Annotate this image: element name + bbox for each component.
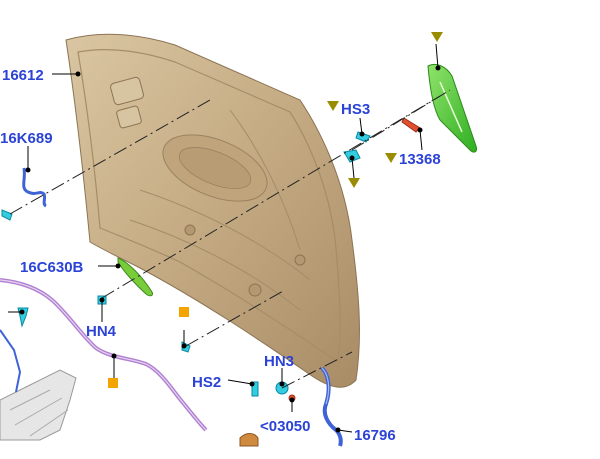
latch-structure: [0, 329, 77, 441]
part-label-bumper-clip: 16C630B: [20, 259, 84, 276]
part-label-bottom-cable: 16796: [354, 427, 396, 444]
part-label-bottom-bolt: HS2: [192, 374, 221, 391]
olive-triangle-icon: [327, 32, 443, 188]
hood-panel: [65, 33, 360, 388]
green-pad-part: [427, 63, 477, 153]
part-label-left-cable: 16K689: [0, 130, 53, 147]
orange-bottom-part: [239, 433, 259, 447]
part-label-right-bolt-top: HS3: [341, 101, 370, 118]
part-label-bottom-nut: HN3: [264, 353, 294, 370]
part-label-right-pad: 13368: [399, 151, 441, 168]
purple-cable: [0, 278, 208, 432]
blue-cable-left: [22, 167, 47, 208]
part-label-left-fastener: HN4: [86, 323, 117, 340]
part-label-bottom-latch: <03050: [260, 418, 310, 435]
red-part: [401, 117, 421, 133]
leader-lines: [8, 43, 441, 433]
blue-cable-bottom: [320, 366, 343, 447]
alignment-lines: [9, 89, 451, 389]
orange-square-icon: [108, 307, 189, 388]
part-label-hood-panel: 16612: [2, 67, 44, 84]
green-clip-part: [117, 257, 153, 297]
